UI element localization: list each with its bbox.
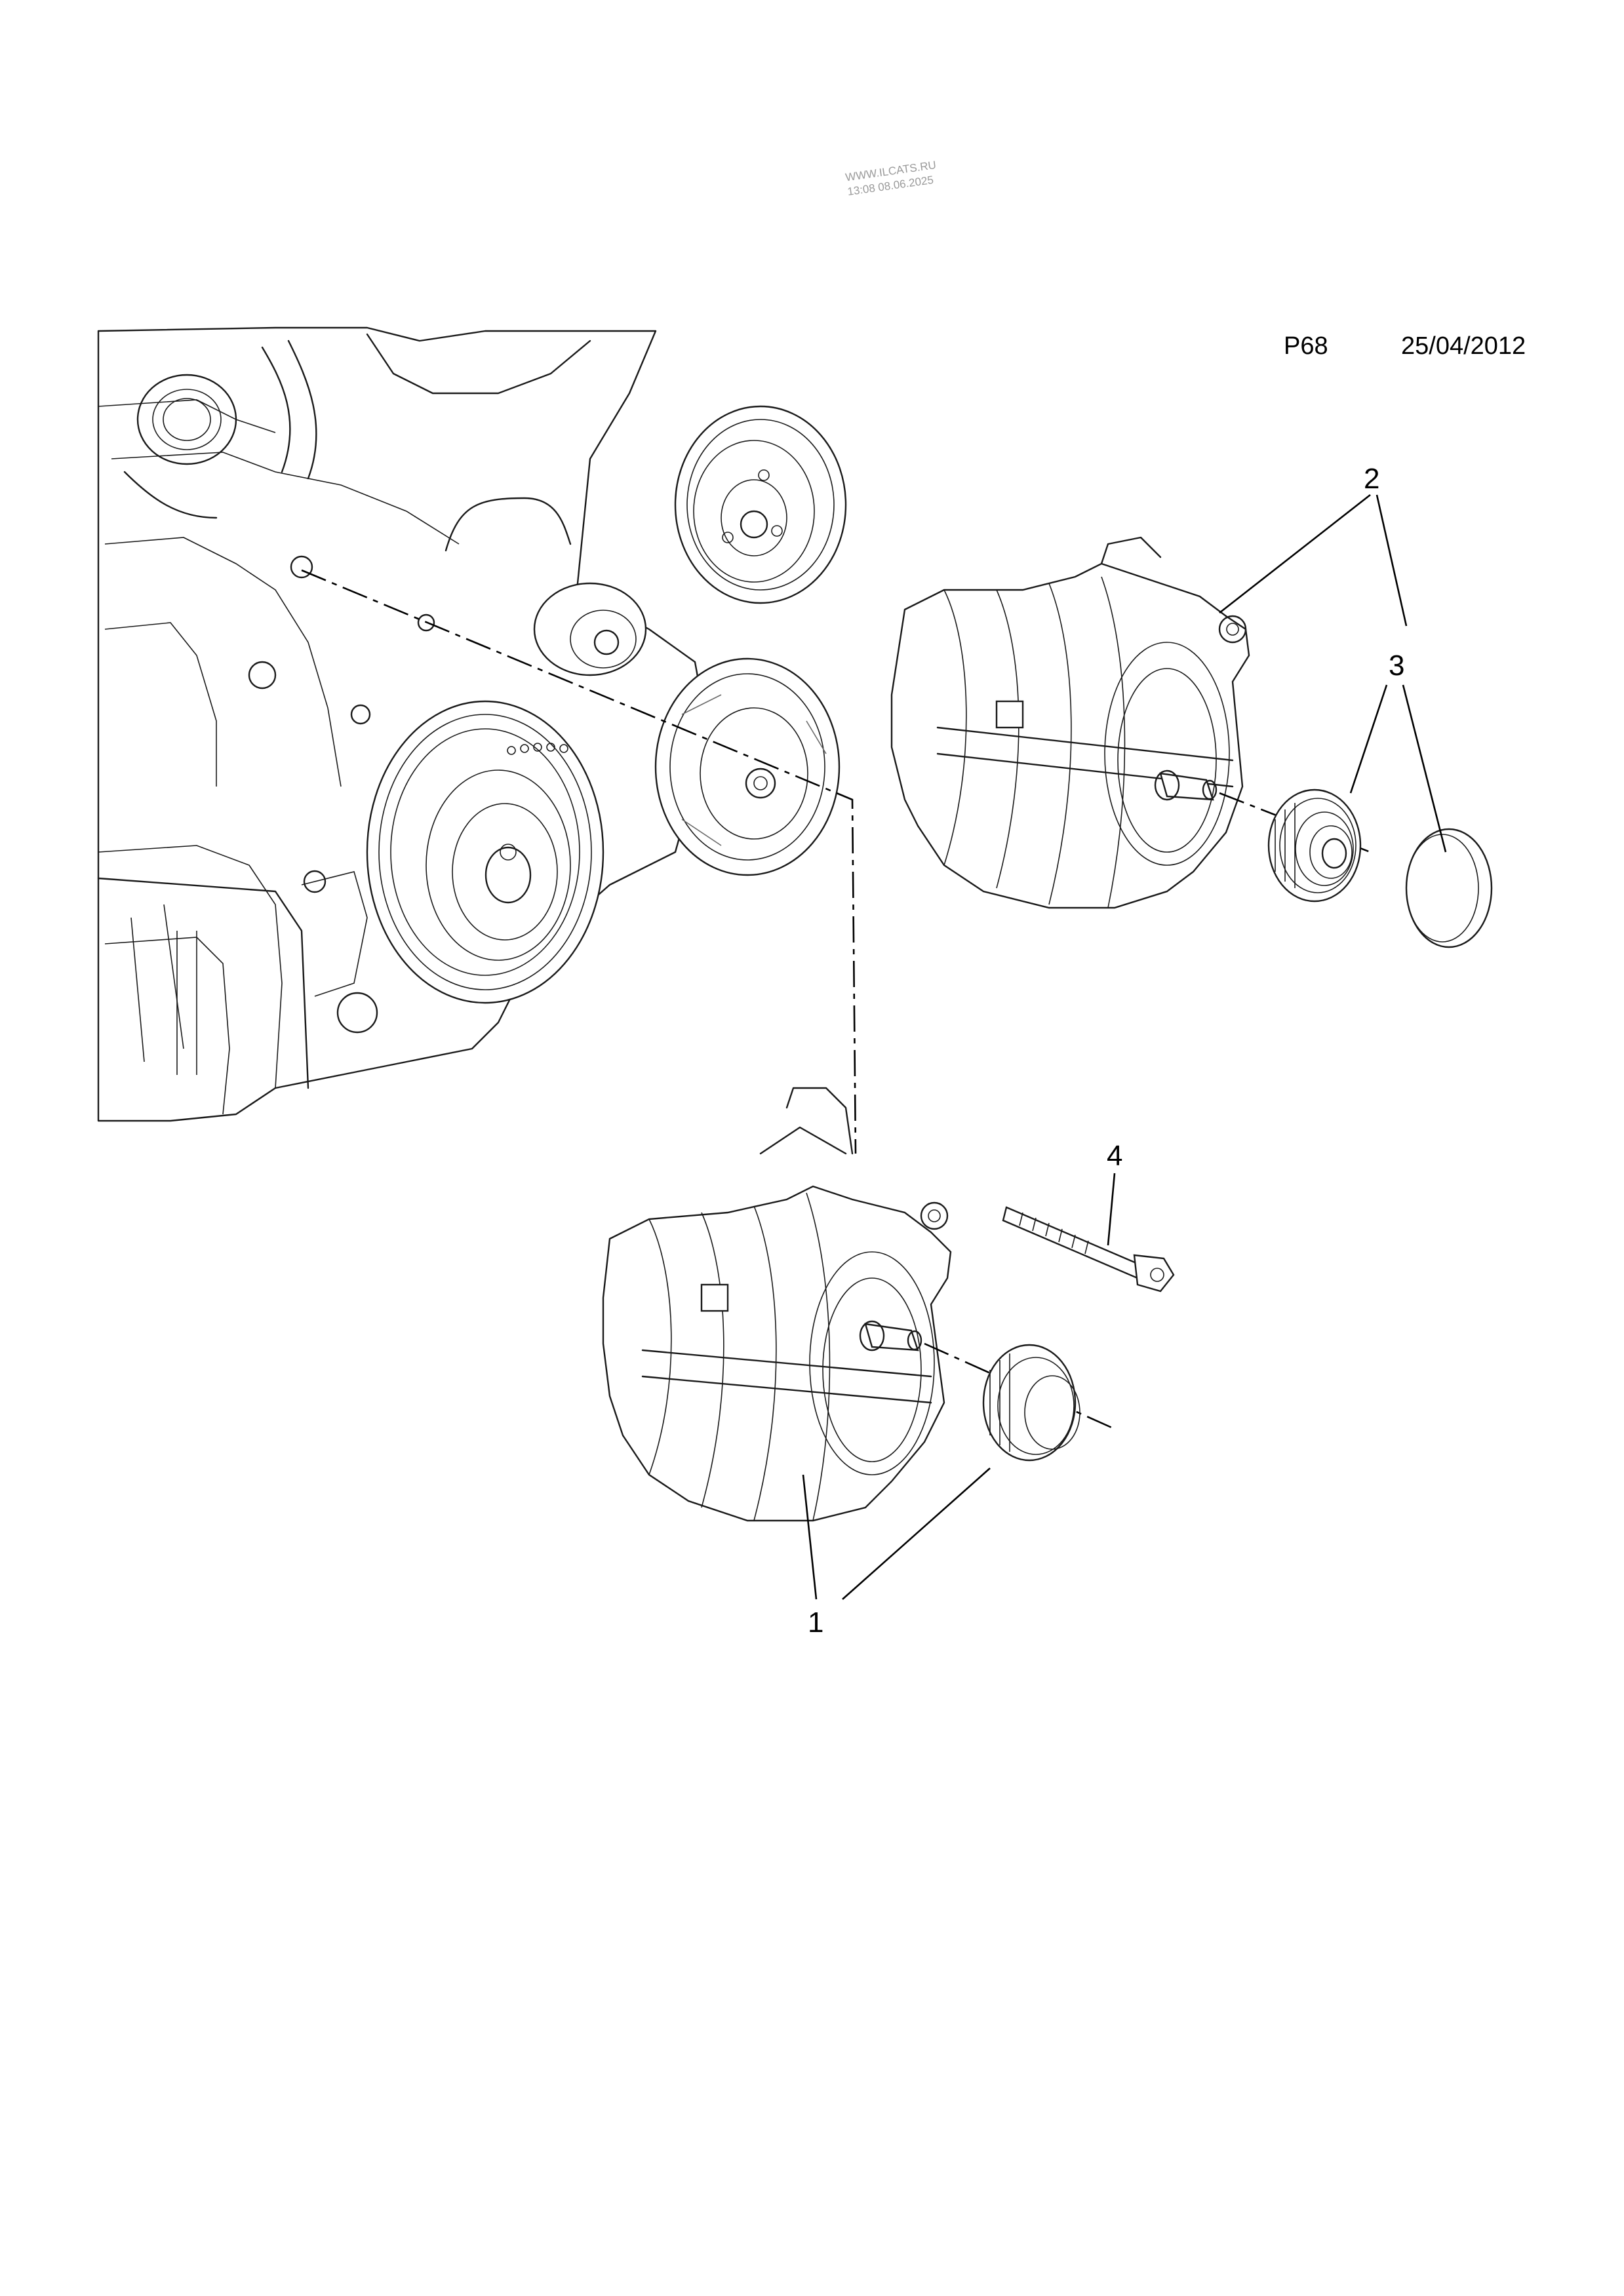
pulley-icon (982, 1344, 1080, 1462)
cap-icon (1405, 828, 1493, 948)
mounting-axis-line (301, 569, 857, 1154)
engine-icon (97, 326, 847, 1122)
callout-4[interactable]: 4 (1107, 1140, 1122, 1172)
alternator-icon (890, 536, 1250, 909)
callout-leaders (802, 494, 1447, 1600)
alternator-icon (602, 1087, 952, 1522)
callout-1[interactable]: 1 (808, 1606, 823, 1639)
page-code: P68 (1284, 332, 1328, 360)
callout-2[interactable]: 2 (1364, 463, 1379, 495)
diagram-date: 25/04/2012 (1401, 332, 1526, 360)
pulley-icon (1267, 788, 1362, 903)
callout-3[interactable]: 3 (1389, 650, 1404, 682)
bolt-icon (1002, 1206, 1175, 1293)
watermark: WWW.ILCATS.RU 13:08 08.06.2025 (844, 159, 937, 198)
